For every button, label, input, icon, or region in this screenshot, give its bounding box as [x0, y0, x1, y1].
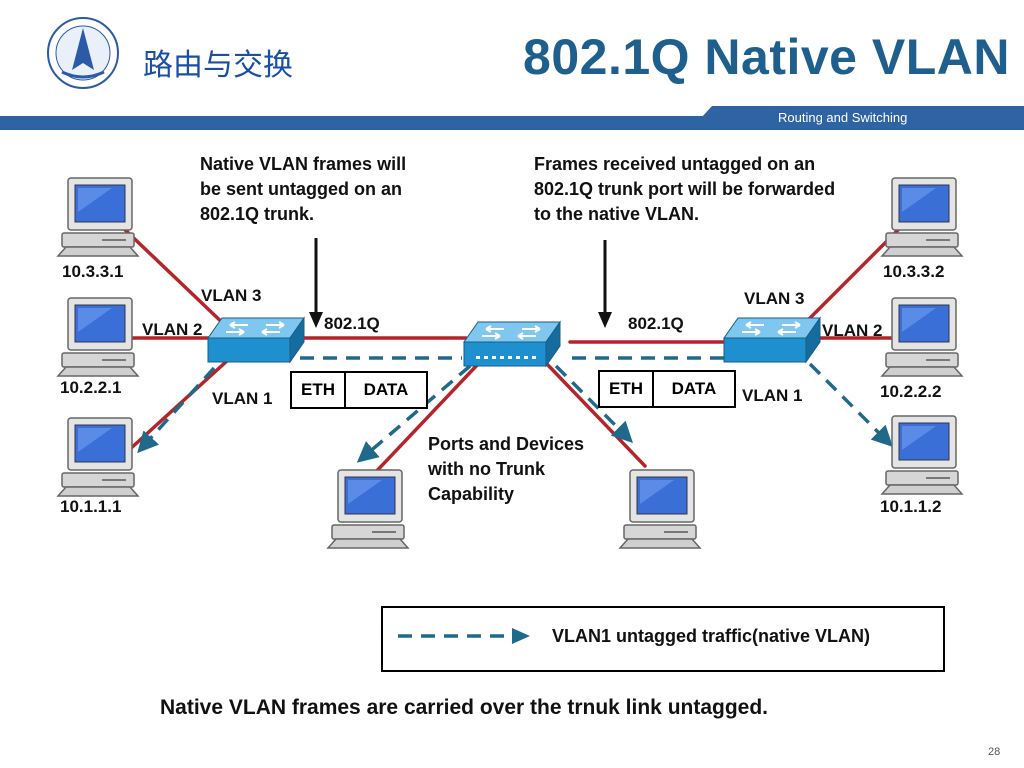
- legend-text: VLAN1 untagged traffic(native VLAN): [552, 626, 871, 646]
- slide-caption: Native VLAN frames are carried over the …: [160, 696, 769, 719]
- link-left-vlan3: [118, 223, 230, 330]
- native-to-left-host: [137, 366, 216, 454]
- center-switch-ports: [476, 356, 536, 359]
- vlan-label-right-2: VLAN 2: [822, 321, 883, 340]
- legend-box: [381, 606, 945, 672]
- native-to-right-host: [808, 362, 893, 447]
- pc-left-bot-icon: [57, 417, 139, 497]
- pc-right-mid-icon: [881, 297, 963, 377]
- link-right-vlan3: [798, 226, 902, 330]
- frame-right-eth: ETH: [600, 372, 654, 406]
- host-ip-right-mid: 10.2.2.2: [880, 382, 942, 401]
- frame-right: ETH DATA: [598, 370, 736, 408]
- vlan-label-left-3: VLAN 3: [201, 286, 262, 305]
- host-ip-right-top: 10.3.3.2: [883, 262, 945, 281]
- note-left: Native VLAN frames will be sent untagged…: [200, 154, 407, 224]
- left-switch-icon: [207, 317, 305, 363]
- vlan-label-right-3: VLAN 3: [744, 289, 805, 308]
- pc-left-mid-icon: [57, 297, 139, 377]
- vlan-label-right-1: VLAN 1: [742, 386, 803, 405]
- frame-left-eth: ETH: [292, 373, 346, 407]
- frame-left: ETH DATA: [290, 371, 428, 409]
- link-middle-left: [370, 360, 482, 478]
- page-number: 28: [988, 746, 1001, 758]
- slide-title: 802.1Q Native VLAN: [523, 29, 1010, 85]
- trunk-label-right: 802.1Q: [628, 314, 684, 333]
- pc-middle-left-icon: [327, 469, 409, 549]
- note-right: Frames received untagged on an 802.1Q tr…: [534, 154, 836, 224]
- host-ip-left-mid: 10.2.2.1: [60, 378, 122, 397]
- center-switch-icon: [463, 321, 561, 367]
- chinese-course-title: 路由与交换: [143, 48, 293, 83]
- pc-middle-right-icon: [619, 469, 701, 549]
- access-links: [116, 223, 902, 478]
- pc-left-top-icon: [57, 177, 139, 257]
- callout-arrows: [309, 238, 612, 328]
- host-ip-left-top: 10.3.3.1: [62, 262, 124, 281]
- host-ip-right-bot: 10.1.1.2: [880, 497, 942, 516]
- right-switch-icon: [723, 317, 821, 363]
- pc-right-bot-icon: [881, 415, 963, 495]
- frame-left-data: DATA: [363, 380, 409, 399]
- native-vlan-paths: [137, 356, 893, 463]
- university-logo-icon: [47, 17, 119, 89]
- frame-right-data: DATA: [671, 379, 717, 398]
- link-middle-right: [543, 360, 647, 468]
- link-left-vlan1: [116, 358, 230, 462]
- trunk-label-left: 802.1Q: [324, 314, 380, 333]
- legend-arrow-icon: [512, 628, 530, 644]
- course-subtitle: Routing and Switching: [778, 110, 908, 125]
- note-middle: Ports and Devices with no Trunk Capabili…: [428, 434, 585, 504]
- vlan-label-left-2: VLAN 2: [142, 320, 203, 339]
- native-to-middle-right: [554, 364, 633, 443]
- host-ip-left-bot: 10.1.1.1: [60, 497, 122, 516]
- native-to-middle-left: [356, 364, 472, 463]
- pc-right-top-icon: [881, 177, 963, 257]
- vlan-label-left-1: VLAN 1: [212, 389, 273, 408]
- header-bar-tab: [690, 106, 1024, 130]
